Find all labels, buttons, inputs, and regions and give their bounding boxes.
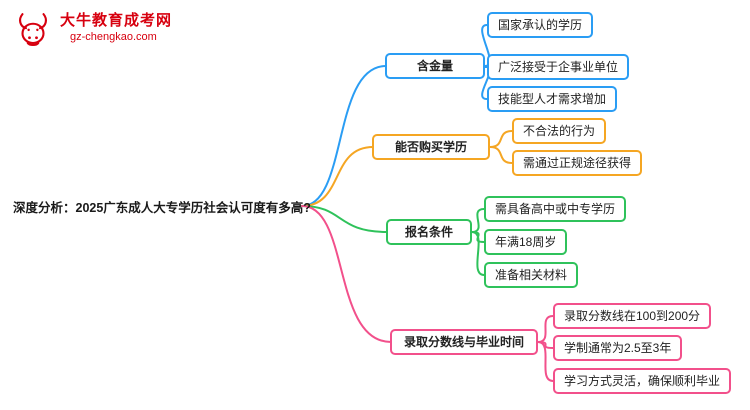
leaf-node: 广泛接受于企事业单位 [487,54,630,80]
connector-branch1-leaf1 [489,146,513,164]
site-name: 大牛教育成考网 [60,12,173,29]
connector-root-to-branch-1 [301,146,374,207]
connector-root-to-branch-3 [301,205,392,343]
branch-node: 含金量 [385,53,485,79]
leaf-node: 录取分数线在100到200分 [553,303,712,329]
connector-root-to-branch-2 [301,205,388,233]
connector-branch2-leaf0 [471,208,485,233]
leaf-node: 准备相关材料 [484,262,579,288]
site-url: gz-chengkao.com [70,31,157,43]
leaf-node: 技能型人才需求增加 [487,86,618,112]
branch-node: 能否购买学历 [372,134,490,160]
leaf-node: 国家承认的学历 [487,12,594,38]
connector-branch3-leaf0 [537,315,554,343]
branch-node: 报名条件 [386,219,472,245]
logo-text: 大牛教育成考网 gz-chengkao.com [60,8,172,45]
leaf-node: 年满18周岁 [484,229,568,255]
leaf-node: 学制通常为2.5至3年 [553,335,683,361]
root-topic: 深度分析：2025广东成人大专学历社会认可度有多高? [13,201,311,215]
connector-branch2-leaf2 [471,231,485,276]
branch-node: 录取分数线与毕业时间 [390,329,538,355]
leaf-node: 学习方式灵活，确保顺利毕业 [553,368,732,394]
connector-root-to-branch-0 [301,65,387,207]
leaf-node: 需通过正规途径获得 [512,150,643,176]
connector-branch1-leaf0 [489,130,513,148]
site-logo: 大牛教育成考网 gz-chengkao.com [12,8,172,50]
leaf-node: 需具备高中或中专学历 [484,196,627,222]
connector-branch3-leaf2 [537,341,554,382]
bull-icon [12,8,54,50]
leaf-node: 不合法的行为 [512,118,607,144]
